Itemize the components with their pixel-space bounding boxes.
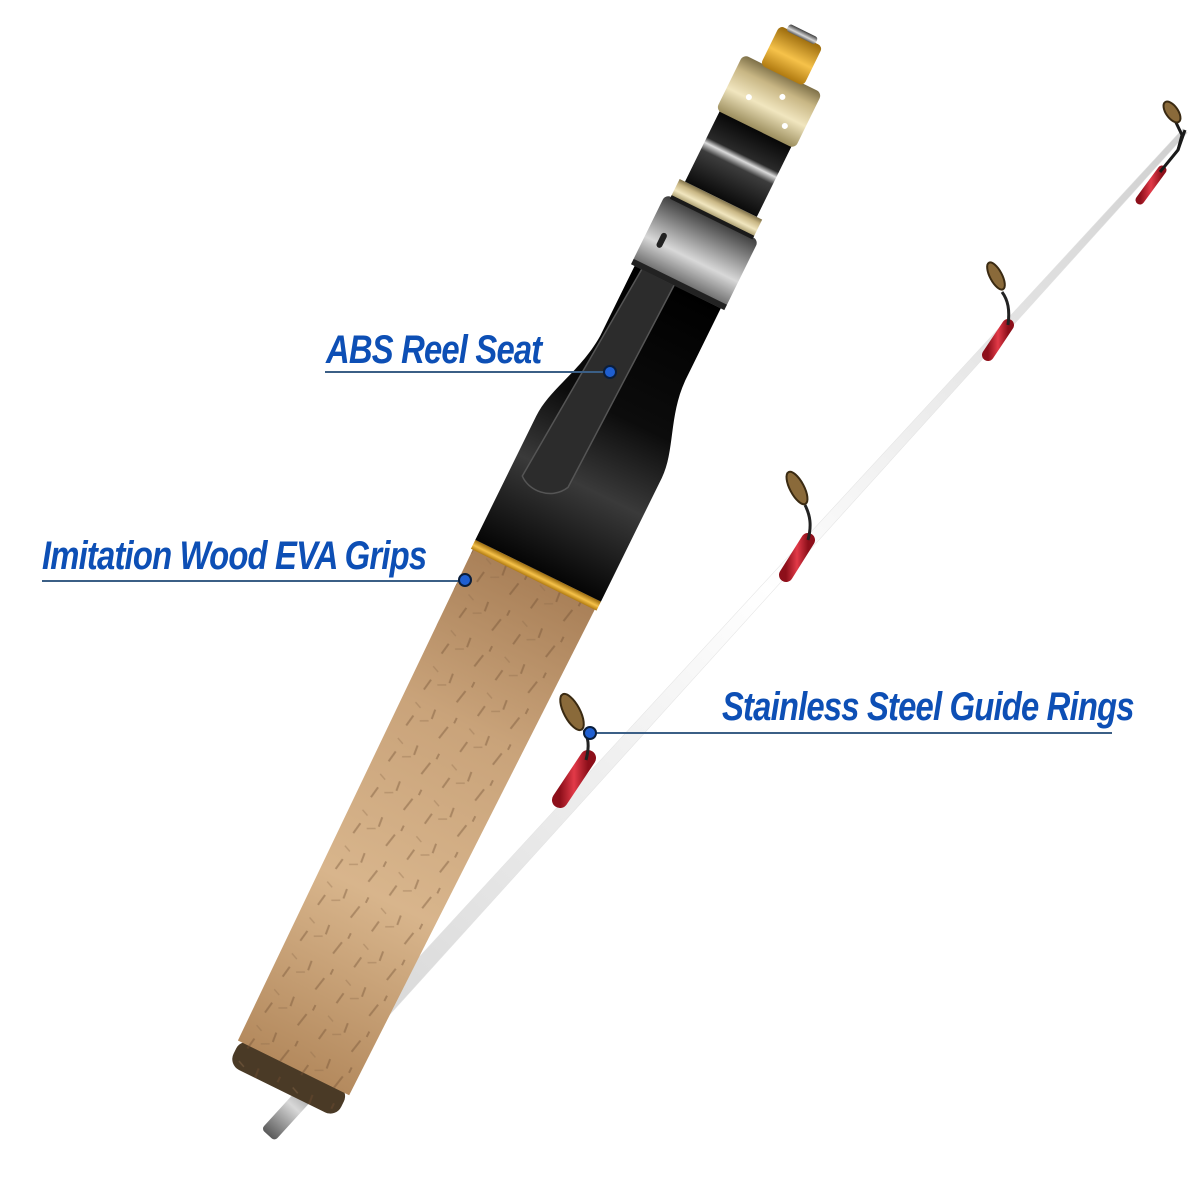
reel-seat-hood <box>521 266 676 495</box>
reel-cap <box>717 56 821 147</box>
marker-dot-reel-seat <box>603 365 617 379</box>
tip-top-guide <box>1135 100 1187 205</box>
leader-line-grips <box>42 580 465 582</box>
marker-dot-guides <box>583 726 597 740</box>
guide-ring-3 <box>982 261 1014 361</box>
guide-ring-2 <box>779 470 815 582</box>
reel-seat-body <box>475 264 722 602</box>
marker-dot-grips <box>458 573 472 587</box>
rod-tip-section <box>263 100 1188 1140</box>
gold-trim-ring <box>470 539 601 611</box>
rod-handle <box>232 24 822 1114</box>
carbon-section <box>685 109 793 217</box>
label-reel-seat: ABS Reel Seat <box>326 328 542 372</box>
leader-line-guides <box>590 732 1112 734</box>
leader-line-reel-seat <box>325 371 610 373</box>
label-guides: Stainless Steel Guide Rings <box>722 685 1134 729</box>
gold-butt-tip <box>761 27 822 85</box>
label-grips: Imitation Wood EVA Grips <box>42 534 427 578</box>
